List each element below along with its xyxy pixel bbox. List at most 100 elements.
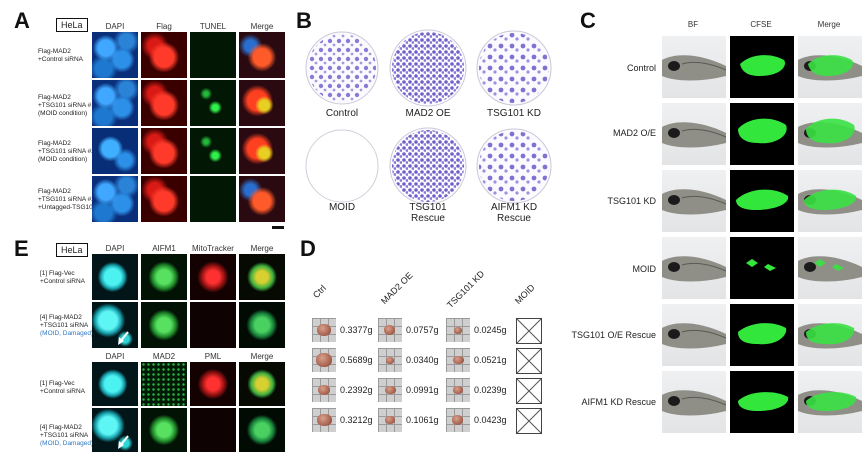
panel-c-row-aifm1-kd-rescue: AIFM1 KD Rescue <box>581 397 656 407</box>
panel-c-cfse-image <box>730 237 794 299</box>
panel-e-image-r2-aifm1 <box>141 302 187 348</box>
dish-label-mad2-oe: MAD2 OE <box>405 108 451 119</box>
panel-b-dishes <box>305 29 552 205</box>
tumor-image <box>446 318 470 342</box>
dish-tsg101-rescue <box>389 127 467 205</box>
panel-e-image-r2-mitotracker <box>190 302 236 348</box>
panel-c-bf-image <box>662 103 726 165</box>
panel-a-col-tunel: TUNEL <box>199 22 227 31</box>
panel-c-col-cfse: CFSE <box>750 20 772 29</box>
panel-e-image-r4-pml <box>190 408 236 452</box>
panel-c-row-mad2-oe: MAD2 O/E <box>612 128 656 138</box>
tumor-weight: 0.2392g <box>340 385 373 395</box>
panel-e-image-r1-merge <box>239 254 285 300</box>
panel-c-merge-image <box>798 36 862 98</box>
panel-a-image-r1-merge <box>239 32 285 78</box>
tumor-image <box>312 348 336 372</box>
panel-c-merge-image <box>798 103 862 165</box>
tumor-image <box>378 348 402 372</box>
panel-e-image-r3-dapi <box>92 362 138 406</box>
panel-a-row-3-label: Flag-MAD2+TSG101 siRNA #2(MOID condition… <box>38 140 95 163</box>
moid-empty-box <box>516 378 542 404</box>
tumor-weight: 0.0340g <box>406 355 439 365</box>
panel-e-image-r3-mad2 <box>141 362 187 406</box>
arrow-icon <box>118 331 129 345</box>
moid-empty-box <box>516 408 542 434</box>
panel-e-col-dapi-top: DAPI <box>105 244 125 253</box>
panel-c-bf-image <box>662 371 726 433</box>
panel-a-col-merge: Merge <box>250 22 274 31</box>
tumor-weight: 0.3212g <box>340 415 373 425</box>
tumor-weight: 0.0521g <box>474 355 507 365</box>
panel-c-bf-image <box>662 237 726 299</box>
panel-c-bf-image <box>662 36 726 98</box>
panel-a-image-r1-tunel <box>190 32 236 78</box>
moid-empty-box <box>516 318 542 344</box>
dish-label-tsg101-rescue: TSG101 Rescue <box>409 202 447 224</box>
panel-a-image-r3-flag <box>141 128 187 174</box>
panel-c-cfse-image <box>730 170 794 232</box>
panel-a-image-r4-tunel <box>190 176 236 222</box>
panel-c-bf-image <box>662 170 726 232</box>
panel-c-cfse-image <box>730 103 794 165</box>
panel-e-image-r1-dapi <box>92 254 138 300</box>
panel-a-col-flag: Flag <box>156 22 172 31</box>
panel-a-image-r2-merge <box>239 80 285 126</box>
panel-e-col-merge-top: Merge <box>250 244 274 253</box>
panel-a-image-r3-tunel <box>190 128 236 174</box>
tumor-image <box>312 378 336 402</box>
panel-c-col-bf: BF <box>687 20 699 29</box>
tumor-weight: 0.0991g <box>406 385 439 395</box>
panel-e-image-r2-merge <box>239 302 285 348</box>
panel-e-bottom-row-2-label: [4] Flag-MAD2+TSG101 siRNA(MOID, Damaged… <box>40 424 94 447</box>
panel-e-col-mitotracker: MitoTracker <box>192 244 234 253</box>
panel-e-col-mad2: MAD2 <box>152 352 176 361</box>
panel-a-image-r4-flag <box>141 176 187 222</box>
panel-d-label: D <box>300 236 316 261</box>
tumor-image <box>446 378 470 402</box>
tumor-weight: 0.0423g <box>474 415 507 425</box>
panel-a-image-r4-dapi <box>92 176 138 222</box>
dish-control <box>305 31 379 105</box>
tumor-weight: 0.0757g <box>406 325 439 335</box>
arrow-icon <box>118 435 129 449</box>
panel-e-top-row-1-label: [1] Flag-Vec+Control siRNA <box>40 270 85 285</box>
panel-e-col-merge-bottom: Merge <box>250 352 274 361</box>
panel-c-merge-image <box>798 371 862 433</box>
panel-d-col-moid: MOID <box>512 282 537 306</box>
panel-a-image-r2-tunel <box>190 80 236 126</box>
panel-c-row-control: Control <box>626 63 656 73</box>
panel-a-cell-line-tag: HeLa <box>56 18 88 32</box>
panel-a-image-r3-dapi <box>92 128 138 174</box>
panel-c-label: C <box>580 8 596 33</box>
tumor-image <box>446 348 470 372</box>
dish-moid <box>305 129 379 203</box>
dish-label-tsg101-kd: TSG101 KD <box>487 108 541 119</box>
panel-e-image-r1-aifm1 <box>141 254 187 300</box>
tumor-image <box>378 408 402 432</box>
moid-empty-box <box>516 348 542 374</box>
tumor-weight: 0.3377g <box>340 325 373 335</box>
panel-b-label: B <box>296 8 312 33</box>
panel-a-row-1-label: Flag-MAD2+Control siRNA <box>38 48 83 63</box>
panel-c-cfse-image <box>730 304 794 366</box>
panel-c-cfse-image <box>730 371 794 433</box>
tumor-weight: 0.0245g <box>474 325 507 335</box>
tumor-image <box>378 318 402 342</box>
panel-d-col-ctrl: Ctrl <box>310 283 328 300</box>
panel-e-image-r3-pml <box>190 362 236 406</box>
panel-d-col-tsg101-kd: TSG101 KD <box>444 268 487 310</box>
panel-c-merge-image <box>798 170 862 232</box>
panel-a-label: A <box>14 8 30 33</box>
panel-c-bf-image <box>662 304 726 366</box>
panel-c-row-tsg101-oe-rescue: TSG101 O/E Rescue <box>571 330 656 340</box>
dish-label-control: Control <box>325 108 359 119</box>
panel-c-merge-image <box>798 304 862 366</box>
panel-a-image-r3-merge <box>239 128 285 174</box>
panel-e-top-row-2-label: [4] Flag-MAD2+TSG101 siRNA(MOID, Damaged… <box>40 314 94 337</box>
panel-e-col-dapi-bottom: DAPI <box>105 352 125 361</box>
panel-a-image-r1-flag <box>141 32 187 78</box>
panel-d-col-mad2-oe: MAD2 OE <box>378 270 415 306</box>
panel-e-col-pml: PML <box>204 352 222 361</box>
panel-a-image-r2-flag <box>141 80 187 126</box>
